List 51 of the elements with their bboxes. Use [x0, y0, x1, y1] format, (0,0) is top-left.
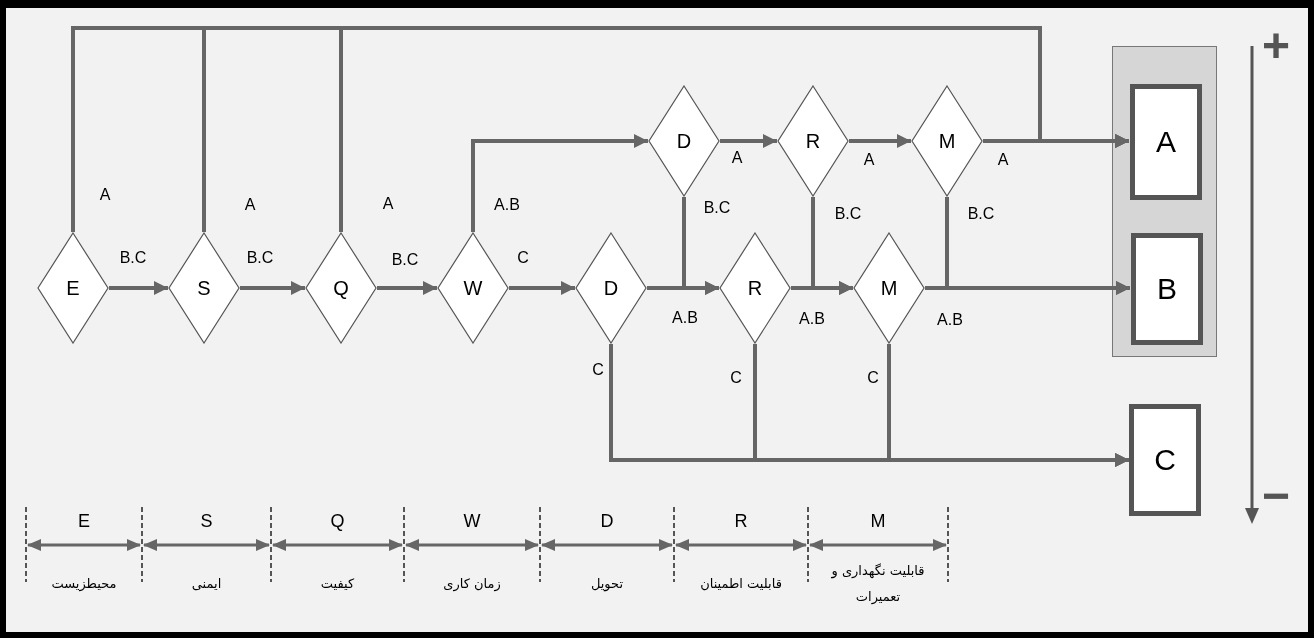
- node-letter: M: [880, 276, 898, 301]
- criterion-letter: D: [600, 510, 614, 533]
- arrow: [509, 281, 575, 295]
- scale-sign: +: [1262, 22, 1290, 70]
- decision-diamond: [719, 232, 791, 344]
- arrow: [377, 281, 437, 295]
- node-letter: Q: [333, 276, 349, 301]
- decision-diamond: [648, 85, 720, 197]
- arrow: [720, 134, 777, 148]
- criterion-letter: R: [734, 510, 748, 533]
- criterion-name: تحویل: [590, 575, 624, 594]
- arrow: [471, 134, 648, 232]
- decision-diamond: [853, 232, 925, 344]
- scale-sign: −: [1262, 472, 1290, 520]
- node-letter: D: [603, 276, 619, 301]
- node-letter: C: [1154, 442, 1176, 478]
- decision-diamond: [777, 85, 849, 197]
- criterion-name: قابلیت اطمینان: [700, 575, 782, 593]
- node-letter: A: [1156, 124, 1176, 160]
- node-letter: R: [805, 129, 821, 154]
- decision-diamond: [168, 232, 240, 344]
- criterion-letter: W: [463, 510, 481, 533]
- outcome-box: [1129, 404, 1201, 516]
- arrow: [240, 281, 305, 295]
- node-letter: R: [747, 276, 763, 301]
- criterion-name: قابلیت نگهداری و تعمیرات: [830, 562, 926, 607]
- node-letter: W: [463, 276, 483, 301]
- arrow: [849, 134, 911, 148]
- decision-diamond: [437, 232, 509, 344]
- criterion-name: ایمنی: [191, 575, 222, 593]
- node-letter: S: [197, 276, 211, 301]
- decision-diamond: [911, 85, 983, 197]
- criterion-name: کیفیت: [320, 575, 355, 593]
- shaded-panel: [1112, 46, 1217, 357]
- node-letter: B: [1157, 271, 1177, 307]
- criterion-letter: S: [200, 510, 213, 533]
- node-letter: D: [676, 129, 692, 154]
- decision-diamond: [305, 232, 377, 344]
- criterion-letter: E: [78, 510, 90, 533]
- decision-diamond: [575, 232, 647, 344]
- criterion-name: زمان کاری: [443, 575, 501, 594]
- outcome-box: [1130, 84, 1202, 200]
- arrow: [109, 281, 168, 295]
- outcome-box: [1131, 233, 1203, 345]
- criterion-name: محیطزیست: [51, 575, 117, 594]
- arrow: [791, 281, 853, 295]
- node-letter: E: [66, 276, 80, 301]
- criterion-letter: Q: [330, 510, 345, 533]
- node-letter: M: [938, 129, 956, 154]
- criterion-letter: M: [870, 510, 886, 533]
- decision-diamond: [37, 232, 109, 344]
